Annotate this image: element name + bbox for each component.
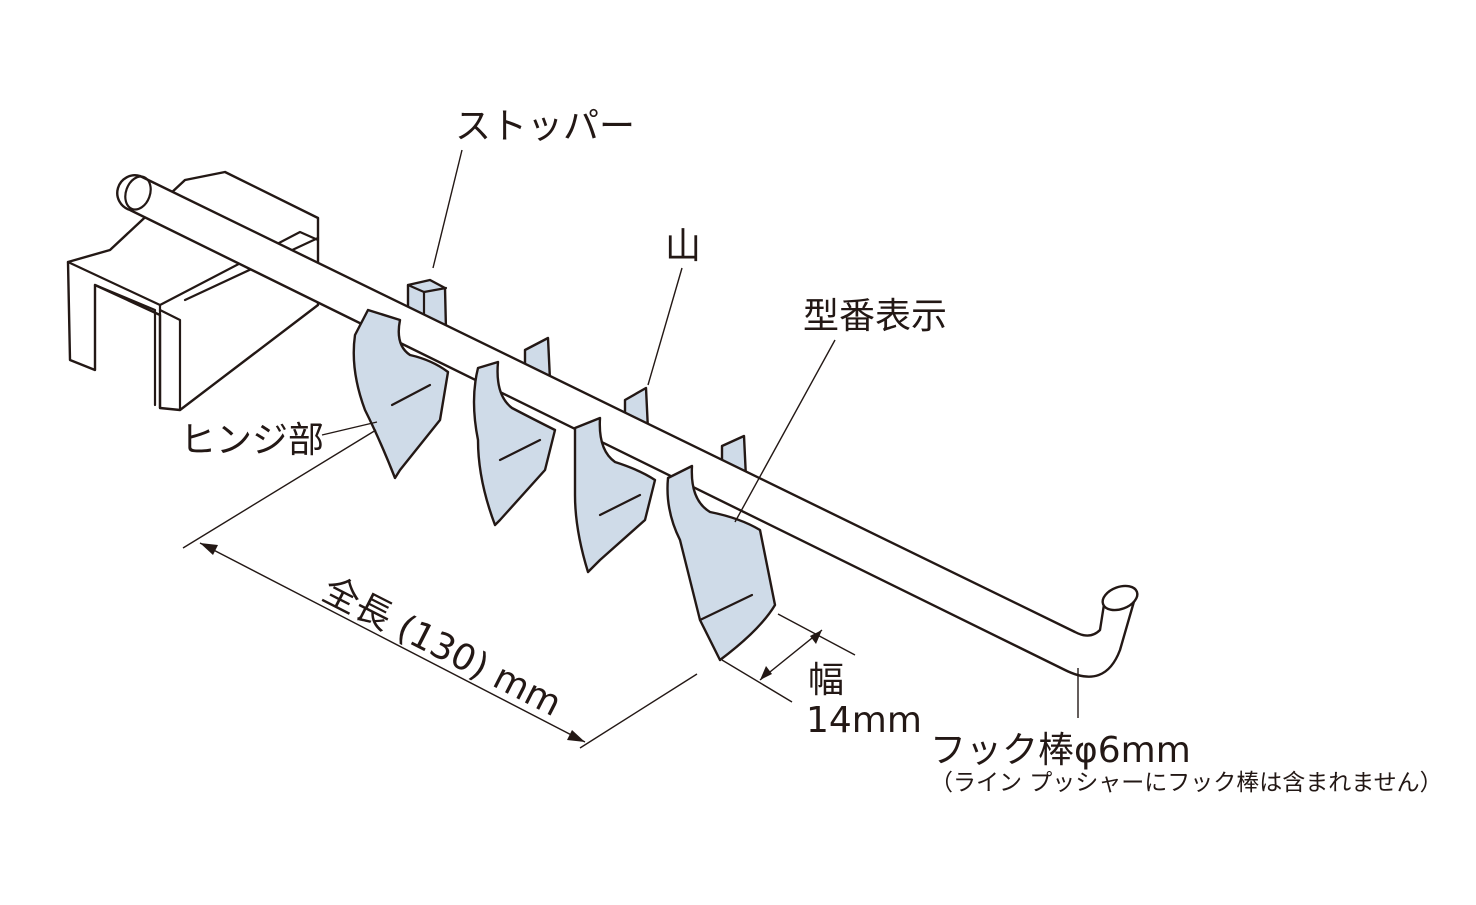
peak-leader [647, 267, 683, 386]
hinge-leader [321, 421, 378, 436]
hook-rod [116, 174, 1139, 678]
stopper-label: ストッパー [455, 106, 635, 147]
model-marking-label: 型番表示 [803, 296, 947, 337]
length-dimension [182, 429, 698, 749]
hinge-label: ヒンジ部 [180, 420, 324, 461]
model-leader [734, 339, 836, 523]
width-value: 14mm [806, 700, 922, 741]
peak-label: 山 [665, 226, 701, 267]
fins [352, 308, 777, 662]
width-dimension [721, 613, 856, 703]
hook-rod-label: フック棒φ6mm [930, 730, 1191, 771]
stopper-leader [432, 149, 463, 269]
hook-rod-note: （ライン プッシャーにフック棒は含まれません） [930, 770, 1443, 796]
width-title: 幅 [808, 660, 844, 701]
total-length-label: 全長 (130) mm [316, 569, 568, 724]
